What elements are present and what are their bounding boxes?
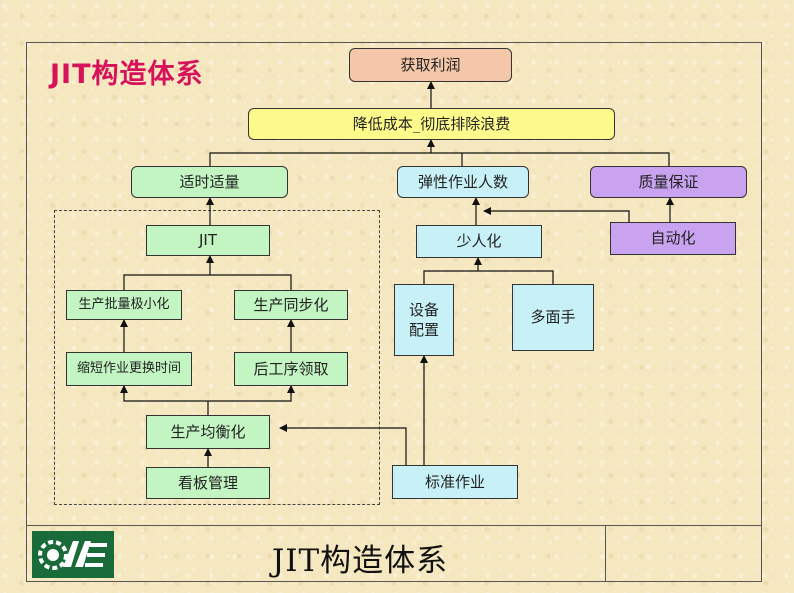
node-quality: 质量保证 — [590, 166, 747, 198]
slide-frame — [26, 42, 762, 582]
link-leveling-bus — [123, 386, 292, 402]
node-profit: 获取利润 — [349, 48, 512, 82]
node-cost-reduction: 降低成本_彻底排除浪费 — [248, 108, 615, 140]
gear-logo-icon — [32, 531, 114, 578]
node-jidoka: 自动化 — [610, 222, 736, 255]
link-jit-bus — [123, 274, 292, 290]
node-equipment-layout: 设备 配置 — [394, 284, 454, 356]
jit-group-dashed-box — [54, 210, 380, 505]
node-flex-workforce: 弹性作业人数 — [397, 166, 529, 198]
arrow-standard-to-leveling — [279, 424, 407, 465]
node-leveling: 生产均衡化 — [146, 415, 270, 449]
node-sync: 生产同步化 — [234, 290, 348, 320]
node-fewer-people: 少人化 — [416, 225, 542, 258]
page-title: JIT构造体系 — [50, 59, 204, 90]
footer-separator — [605, 525, 606, 582]
node-multi-skill: 多面手 — [512, 284, 594, 351]
node-jit-timely: 适时适量 — [131, 166, 288, 198]
node-kanban: 看板管理 — [146, 467, 270, 499]
node-pull: 后工序领取 — [234, 352, 348, 386]
link-pillars-bus — [209, 152, 670, 166]
node-small-lot: 生产批量极小化 — [66, 290, 182, 320]
node-jit: JIT — [146, 225, 270, 256]
arrow-jidoka-to-flex — [483, 207, 630, 222]
node-changeover: 缩短作业更换时间 — [66, 352, 192, 386]
link-fewer-bus — [423, 270, 554, 284]
footer-divider — [26, 525, 762, 526]
footer-title: JIT构造体系 — [271, 543, 449, 579]
node-standard-work: 标准作业 — [392, 465, 518, 499]
